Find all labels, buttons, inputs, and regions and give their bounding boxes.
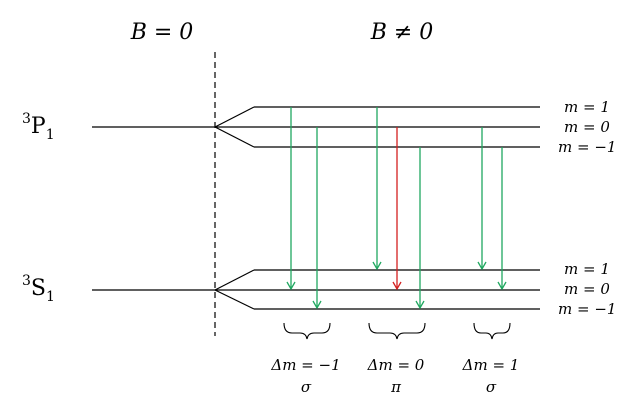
group-polarization-pi: π bbox=[390, 378, 402, 396]
brace-delta-m-plus1 bbox=[473, 322, 511, 340]
lower-m-label-0: m = 0 bbox=[564, 280, 610, 298]
upper-split-connector-bottom bbox=[214, 126, 255, 148]
brace-delta-m-0 bbox=[368, 322, 426, 340]
group-label-delta-m-minus1: Δm = −1 bbox=[270, 356, 340, 374]
brace-delta-m-minus1 bbox=[283, 322, 331, 340]
lower-m-label-plus1: m = 1 bbox=[564, 260, 610, 278]
lower-split-connector-bottom bbox=[214, 289, 255, 310]
header-b-nonzero: B ≠ 0 bbox=[370, 20, 434, 45]
upper-split-connector-top bbox=[214, 106, 255, 128]
upper-m-label-minus1: m = −1 bbox=[558, 138, 616, 156]
term-label-3p1: 3P1 bbox=[22, 111, 55, 143]
header-b-zero: B = 0 bbox=[130, 20, 194, 45]
term-label-3s1: 3S1 bbox=[22, 273, 55, 305]
upper-m-label-0: m = 0 bbox=[564, 118, 610, 136]
lower-m-label-minus1: m = −1 bbox=[558, 300, 616, 318]
group-label-delta-m-0: Δm = 0 bbox=[367, 356, 425, 374]
group-polarization-sigma-minus: σ bbox=[301, 378, 312, 396]
group-label-delta-m-plus1: Δm = 1 bbox=[462, 356, 520, 374]
upper-m-label-plus1: m = 1 bbox=[564, 98, 610, 116]
lower-split-connector-top bbox=[214, 269, 255, 291]
group-polarization-sigma-plus: σ bbox=[486, 378, 497, 396]
